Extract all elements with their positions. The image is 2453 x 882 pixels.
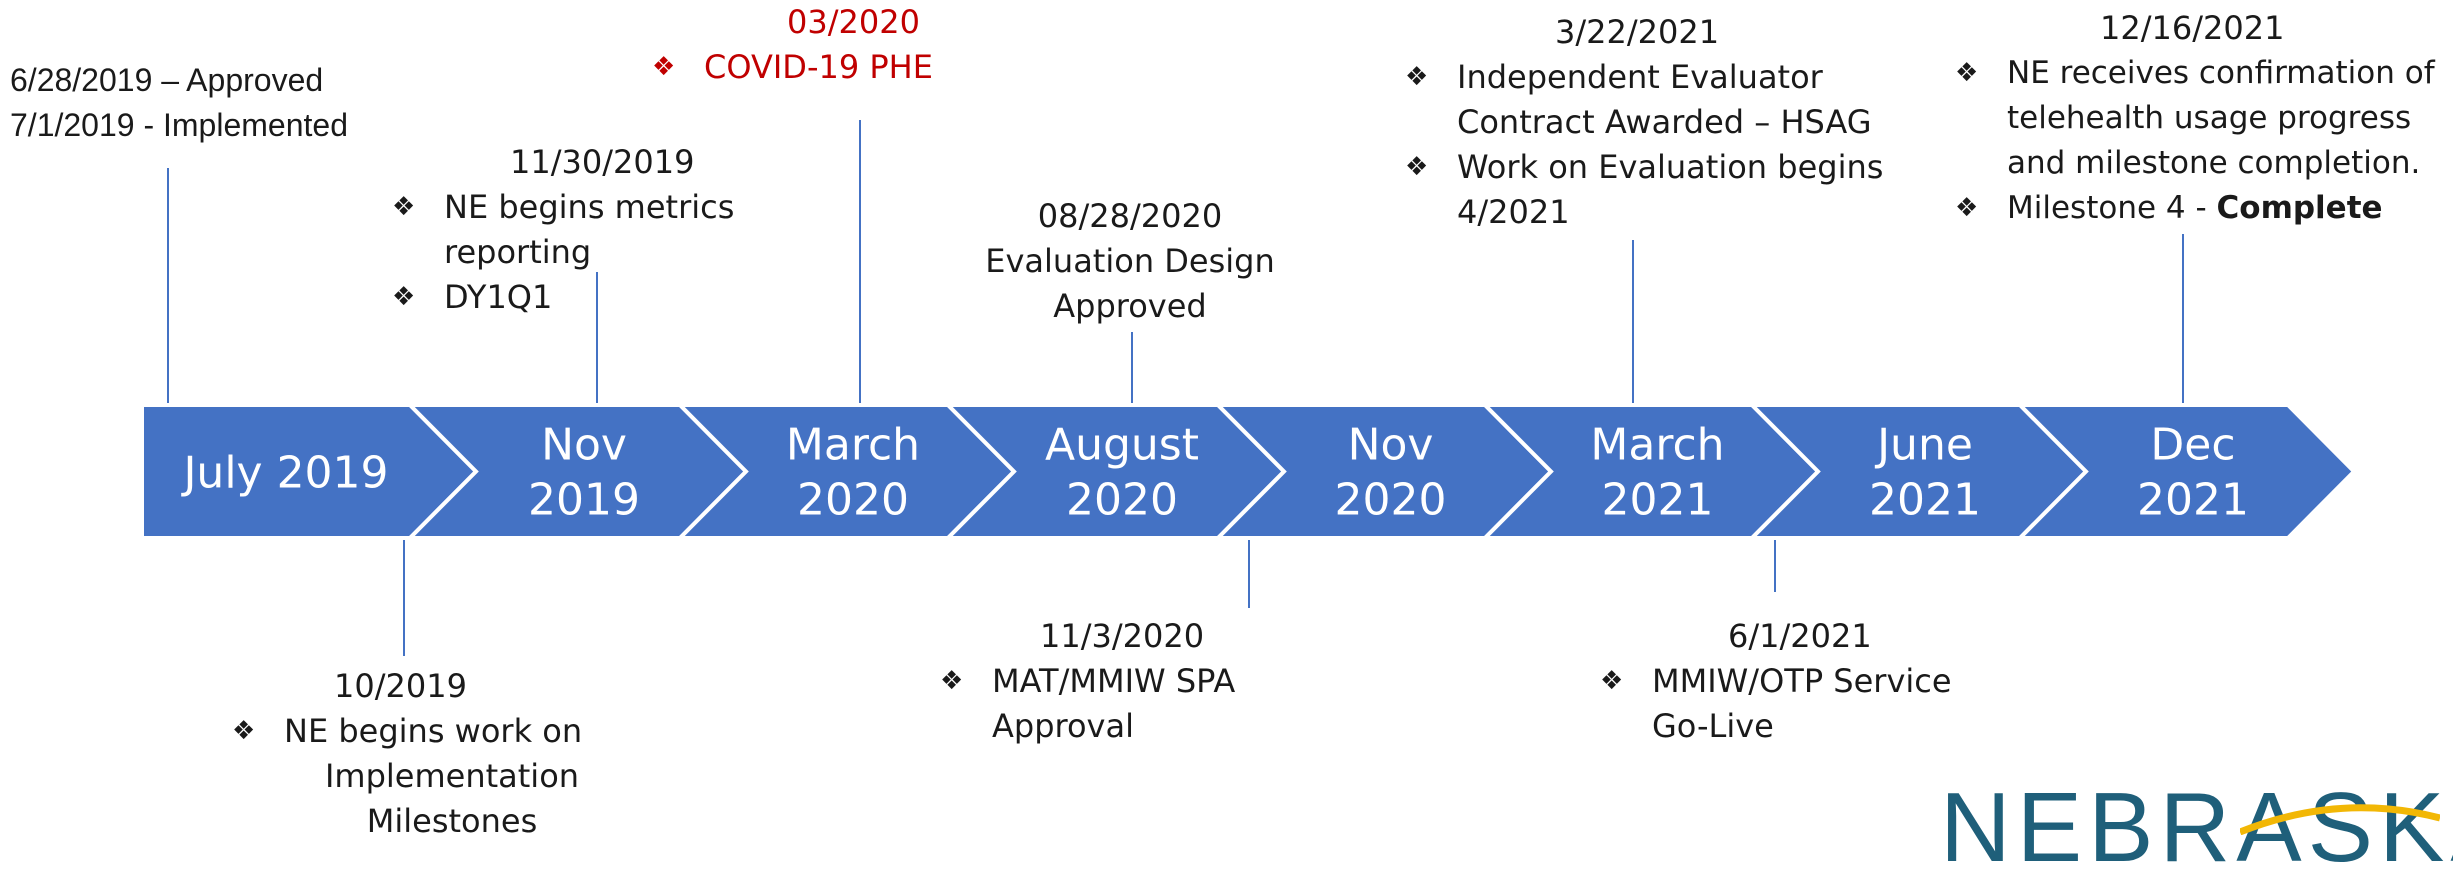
timeline-segment-dec-2021 bbox=[2015, 403, 2357, 540]
annotation-date: 6/1/2021 bbox=[1728, 617, 1872, 655]
annotation-date: 11/30/2019 bbox=[510, 143, 695, 181]
bullet-item: NE begins work on bbox=[232, 709, 672, 754]
annotation-dec-2021: 12/16/2021 NE receives confirmation ofte… bbox=[1955, 6, 2435, 231]
annotation-date: 10/2019 bbox=[334, 667, 467, 705]
annotation-date: 08/28/2020 bbox=[1037, 197, 1223, 235]
annotation-mar-2020: 03/2020 COVID-19 PHE bbox=[652, 0, 933, 90]
annotation-line: Approved bbox=[1053, 287, 1207, 325]
logo-swoosh-icon bbox=[2240, 804, 2440, 835]
annotation-oct-2019: 10/2019 NE begins work on Implementation… bbox=[232, 664, 672, 844]
annotation-aug-2020: 08/28/2020 Evaluation Design Approved bbox=[980, 194, 1280, 329]
annotation-jul-2019: 6/28/2019 – Approved 7/1/2019 - Implemen… bbox=[10, 58, 348, 148]
annotation-mar-2021: 3/22/2021 Independent EvaluatorContract … bbox=[1405, 10, 1883, 235]
annotation-line: Evaluation Design bbox=[985, 242, 1275, 280]
bullet-item: DY1Q1 bbox=[392, 275, 734, 320]
annotation-date: 11/3/2020 bbox=[1040, 617, 1205, 655]
annotation-date: 3/22/2021 bbox=[1555, 13, 1720, 51]
bullet-item: COVID-19 PHE bbox=[652, 45, 933, 90]
annotation-date: 12/16/2021 bbox=[2100, 9, 2285, 47]
approval-date: 6/28/2019 – Approved bbox=[10, 62, 324, 98]
bullet-item: Milestone 4 - Complete bbox=[1955, 186, 2435, 231]
timeline-segment-label: July 2019 bbox=[180, 448, 388, 499]
annotation-date: 03/2020 bbox=[787, 3, 920, 41]
implementation-date: 7/1/2019 - Implemented bbox=[10, 107, 348, 143]
